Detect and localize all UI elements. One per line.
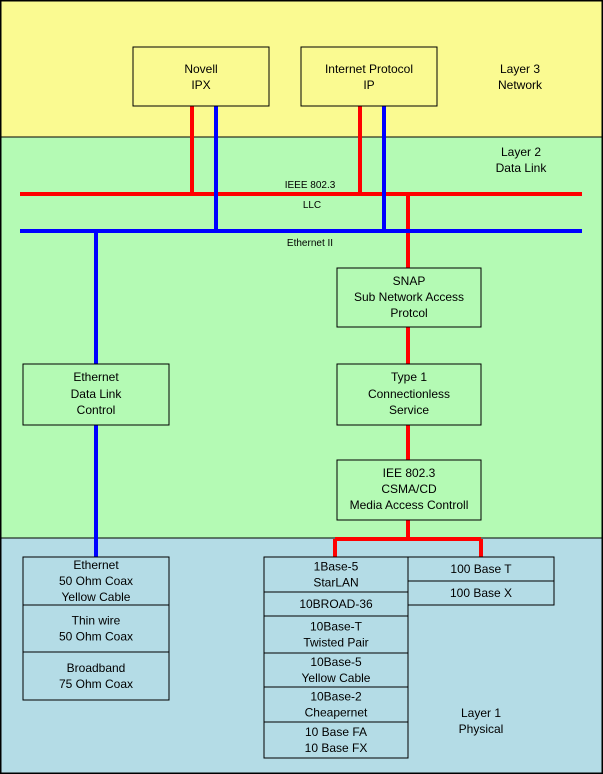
ethernet-media-cell-text: 10Base-T [310, 620, 363, 634]
ethernet-media-cell-text: 10 Base FA [305, 725, 367, 739]
svg-text:Ethernet: Ethernet [73, 370, 119, 384]
ethernet-media-cell-text: 10Base-5 [310, 655, 362, 669]
svg-text:SNAP: SNAP [393, 274, 426, 288]
coax-media-cell-text: 50 Ohm Coax [59, 574, 133, 588]
ethernet-media-cell-text: 10 Base FX [305, 741, 368, 755]
svg-text:Media Access Controll: Media Access Controll [350, 498, 469, 512]
svg-text:Type 1: Type 1 [391, 370, 427, 384]
ethernet-media-cell-text: 1Base-5 [314, 560, 359, 574]
svg-text:Sub Network Access: Sub Network Access [354, 290, 464, 304]
coax-media-cell: Thin wire 50 Ohm Coax [22, 604, 170, 653]
fast-ethernet-media-cell: 100 Base X [407, 580, 555, 606]
svg-text:Layer 2: Layer 2 [501, 145, 541, 159]
svg-text:CSMA/CD: CSMA/CD [381, 482, 437, 496]
ethernet-media-cell: 10BROAD-36 [263, 591, 409, 617]
novell-ipx-box: Novell IPX [132, 46, 270, 107]
ethernet-ii-connectors [20, 106, 582, 557]
coax-media-cell: Broadband 75 Ohm Coax [22, 651, 170, 701]
svg-text:IEE 802.3: IEE 802.3 [383, 466, 436, 480]
csma-cd-box: IEE 802.3 CSMA/CD Media Access Controll [336, 459, 482, 521]
llc-label: LLC [303, 200, 321, 211]
ieee-802-3-connectors [20, 106, 582, 557]
snap-box: SNAP Sub Network Access Protcol [336, 267, 482, 328]
svg-text:Physical: Physical [459, 722, 504, 736]
svg-text:Protcol: Protcol [390, 306, 427, 320]
svg-text:Control: Control [77, 403, 116, 417]
coax-media-cell-text: Yellow Cable [62, 590, 131, 604]
ethernet-data-link-control-box: Ethernet Data Link Control [22, 363, 170, 426]
svg-text:IP: IP [363, 78, 374, 92]
ethernet-media-cell-text: 10Base-2 [310, 690, 362, 704]
svg-text:Service: Service [389, 403, 429, 417]
coax-media-cell-text: Thin wire [72, 614, 121, 628]
fast-ethernet-media-cell-text: 100 Base T [450, 562, 512, 576]
ethernet-media-cell: 10 Base FA 10 Base FX [263, 721, 409, 759]
layer3-label: Layer 3 Network [498, 62, 543, 92]
ethernet-media-cell-text: StarLAN [313, 576, 358, 590]
svg-text:Connectionless: Connectionless [368, 387, 450, 401]
layer1-label: Layer 1 Physical [459, 706, 504, 736]
ethernet-media-cell-text: Cheapernet [305, 706, 368, 720]
svg-text:Layer 3: Layer 3 [500, 62, 540, 76]
ethernet-media-cell-text: Yellow Cable [302, 671, 371, 685]
fast-ethernet-media-cell: 100 Base T [407, 556, 555, 582]
ieee-802-3-label: IEEE 802.3 [285, 180, 336, 191]
ethernet-media-cell: 10Base-T Twisted Pair [263, 615, 409, 654]
ethernet-media-cell-text: 10BROAD-36 [299, 597, 373, 611]
ethernet-media-cell-text: Twisted Pair [303, 636, 368, 650]
coax-media-cell-text: 50 Ohm Coax [59, 630, 133, 644]
layer2-label: Layer 2 Data Link [496, 145, 548, 175]
svg-text:IPX: IPX [191, 78, 210, 92]
fast-ethernet-media-cell-text: 100 Base X [450, 586, 512, 600]
svg-text:Network: Network [498, 78, 543, 92]
coax-media-cell-text: 75 Ohm Coax [59, 677, 133, 691]
svg-text:Internet Protocol: Internet Protocol [325, 62, 413, 76]
type1-connectionless-box: Type 1 Connectionless Service [336, 363, 482, 426]
svg-text:Data Link: Data Link [496, 161, 548, 175]
coax-media-cell-text: Broadband [67, 661, 126, 675]
svg-text:Novell: Novell [184, 62, 217, 76]
svg-text:Layer 1: Layer 1 [461, 706, 501, 720]
ethernet-ii-label: Ethernet II [287, 238, 333, 249]
svg-text:Data Link: Data Link [71, 387, 123, 401]
layer2-band [0, 136, 603, 539]
internet-protocol-box: Internet Protocol IP [300, 46, 438, 107]
coax-media-cell-text: Ethernet [73, 558, 119, 572]
